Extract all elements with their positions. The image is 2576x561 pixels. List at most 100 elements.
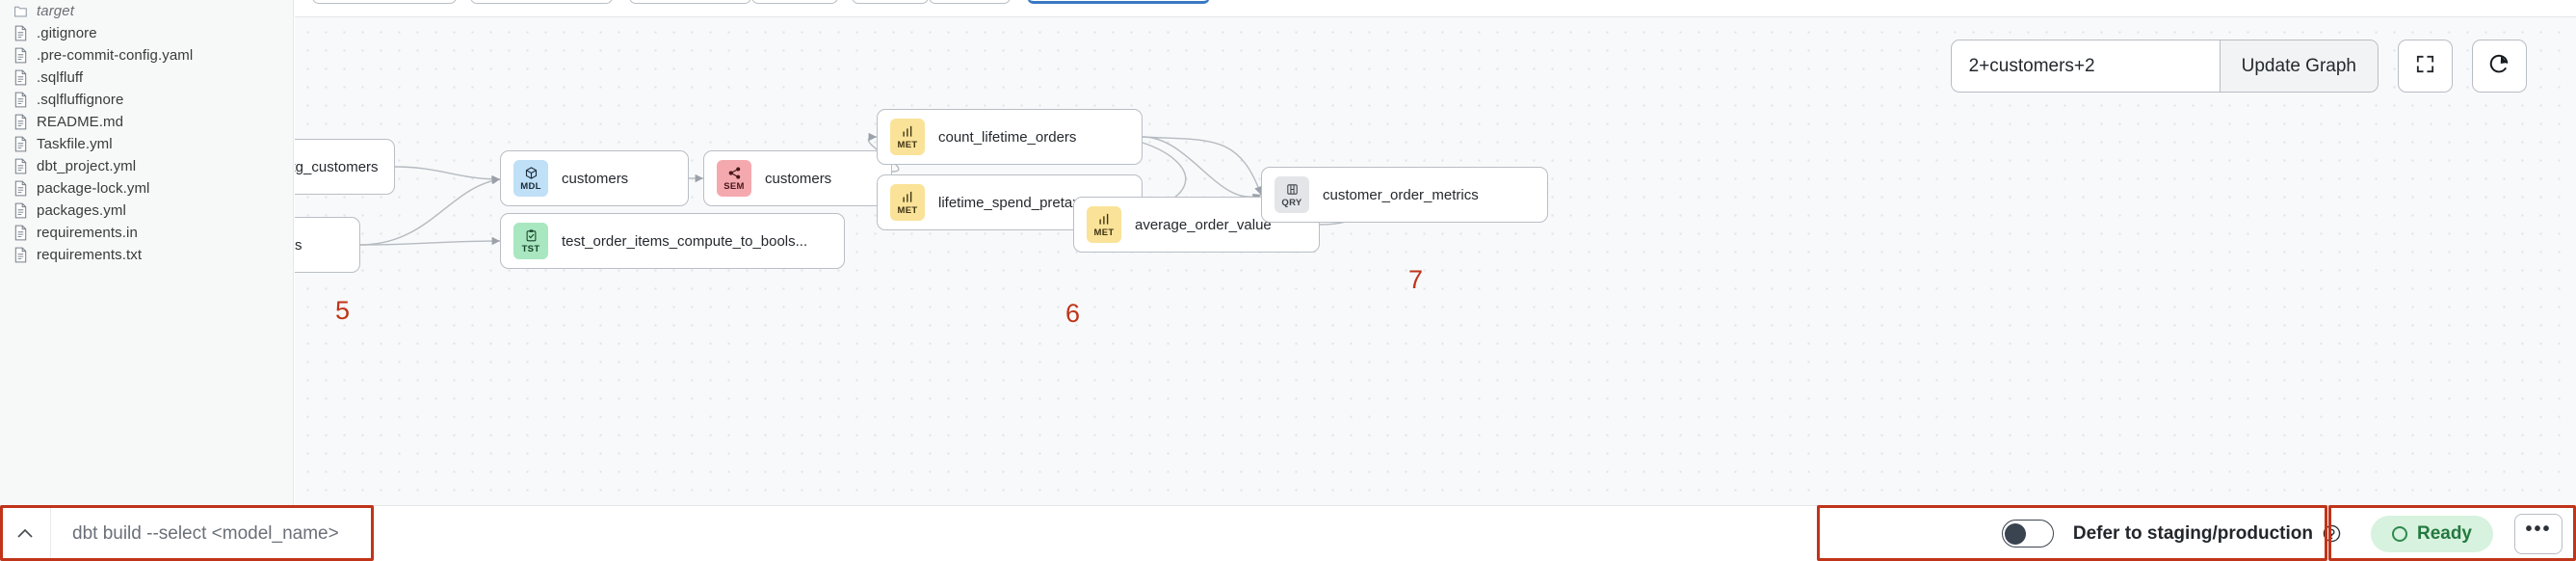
file-name-label: package-lock.yml <box>37 180 150 197</box>
tab-stub-3[interactable] <box>629 0 751 4</box>
ellipsis-icon: ••• <box>2525 518 2552 540</box>
graph-node-label: lifetime_spend_pretax <box>938 194 1080 211</box>
file-name-label: .sqlfluffignore <box>37 92 124 108</box>
defer-toggle[interactable] <box>2001 520 2054 548</box>
file-name-label: target <box>37 3 74 19</box>
node-badge-text: MET <box>897 139 918 150</box>
file-list-item[interactable]: dbt_project.yml <box>0 155 293 177</box>
graph-search-group: Update Graph <box>1950 40 2379 93</box>
node-type-badge-met: MET <box>890 184 925 221</box>
file-list-item[interactable]: .sqlfluff <box>0 67 293 89</box>
node-badge-text: MET <box>897 204 918 216</box>
graph-node[interactable]: TST test_order_items_compute_to_bools... <box>500 213 845 269</box>
tab-stub-1[interactable] <box>312 0 457 4</box>
editor-tabs-strip <box>295 0 2576 17</box>
chevron-up-icon[interactable] <box>0 505 51 561</box>
file-name-label: .gitignore <box>37 25 97 41</box>
node-badge-text: SEM <box>723 180 745 192</box>
update-graph-button[interactable]: Update Graph <box>2219 40 2378 92</box>
refresh-button[interactable] <box>2472 40 2527 93</box>
graph-search-input[interactable] <box>1951 40 2220 92</box>
file-icon <box>13 136 28 152</box>
tab-stub-6[interactable] <box>929 0 1011 4</box>
qry-icon <box>1285 182 1300 197</box>
fullscreen-button[interactable] <box>2398 40 2453 93</box>
tab-stub-active[interactable] <box>1027 0 1210 4</box>
help-circle-icon[interactable] <box>2322 523 2342 544</box>
file-list-item[interactable]: requirements.txt <box>0 244 293 266</box>
graph-node[interactable]: stg_customers <box>295 139 395 195</box>
file-list-item[interactable]: requirements.in <box>0 222 293 244</box>
graph-node-label: test_order_items_compute_to_bools... <box>562 232 808 250</box>
folder-icon <box>13 3 28 19</box>
file-icon <box>13 92 28 108</box>
file-icon <box>13 69 28 86</box>
file-name-label: requirements.in <box>37 225 138 241</box>
node-type-badge-mdl: MDL <box>513 160 548 197</box>
graph-node-label: customer_order_metrics <box>1323 186 1479 203</box>
fullscreen-icon <box>2414 53 2436 80</box>
node-badge-text: QRY <box>1281 197 1302 208</box>
file-icon <box>13 202 28 219</box>
node-type-badge-qry: QRY <box>1275 176 1309 213</box>
defer-toggle-knob <box>2005 522 2027 545</box>
tab-stub-5[interactable] <box>852 0 929 4</box>
file-name-label: Taskfile.yml <box>37 136 113 152</box>
file-list-item[interactable]: .sqlfluffignore <box>0 89 293 111</box>
file-list-item[interactable]: Taskfile.yml <box>0 133 293 155</box>
file-icon <box>13 47 28 64</box>
file-list-item[interactable]: target <box>0 0 293 22</box>
graph-node[interactable]: MDL customers <box>500 150 689 206</box>
status-badge[interactable]: Ready <box>2370 515 2493 552</box>
file-icon <box>13 247 28 263</box>
node-badge-text: MDL <box>520 180 541 192</box>
file-icon <box>13 25 28 41</box>
file-list-item[interactable]: .pre-commit-config.yaml <box>0 44 293 67</box>
graph-node[interactable]: MET count_lifetime_orders <box>877 109 1143 165</box>
file-icon <box>13 114 28 130</box>
graph-node-label: orders <box>295 236 302 254</box>
met-icon <box>901 190 915 204</box>
graph-node[interactable]: QRY customer_order_metrics <box>1261 167 1548 223</box>
node-type-badge-met: MET <box>890 119 925 155</box>
status-ring-icon <box>2391 525 2407 542</box>
node-badge-text: TST <box>521 243 540 254</box>
file-name-label: .sqlfluff <box>37 69 84 86</box>
file-name-label: packages.yml <box>37 202 126 219</box>
graph-toolbar: Update Graph <box>1950 40 2527 93</box>
file-list: target .gitignore .pre-commit-config.yaml.… <box>0 0 293 266</box>
tab-stub-2[interactable] <box>470 0 613 4</box>
graph-node-label: customers <box>562 170 629 187</box>
file-list-item[interactable]: README.md <box>0 111 293 133</box>
file-list-item[interactable]: .gitignore <box>0 22 293 44</box>
graph-node-label: customers <box>765 170 832 187</box>
more-options-button[interactable]: ••• <box>2514 513 2563 554</box>
status-badge-label: Ready <box>2416 522 2472 544</box>
sem-icon <box>727 166 742 180</box>
file-list-item[interactable]: packages.yml <box>0 200 293 222</box>
refresh-icon <box>2487 52 2511 81</box>
file-name-label: .pre-commit-config.yaml <box>37 47 194 64</box>
bottom-status-bar: Defer to staging/production Ready ••• <box>0 505 2576 561</box>
node-type-badge-met: MET <box>1087 206 1121 243</box>
dbt-command-input[interactable] <box>51 522 591 545</box>
file-name-label: README.md <box>37 114 124 130</box>
file-explorer-sidebar: target .gitignore .pre-commit-config.yaml.… <box>0 0 294 505</box>
graph-node-label: count_lifetime_orders <box>938 128 1077 146</box>
file-icon <box>13 180 28 197</box>
tst-icon <box>524 228 539 243</box>
graph-node[interactable]: SEM customers <box>703 150 892 206</box>
graph-node[interactable]: orders <box>295 217 360 273</box>
node-type-badge-sem: SEM <box>717 160 751 197</box>
file-name-label: requirements.txt <box>37 247 143 263</box>
tab-stub-4[interactable] <box>751 0 838 4</box>
file-list-item[interactable]: package-lock.yml <box>0 177 293 200</box>
mdl-icon <box>524 166 539 180</box>
graph-node-label: stg_customers <box>295 158 379 175</box>
node-badge-text: MET <box>1093 227 1115 238</box>
file-icon <box>13 158 28 174</box>
status-bar-right-group: Defer to staging/production Ready ••• <box>2001 506 2576 561</box>
